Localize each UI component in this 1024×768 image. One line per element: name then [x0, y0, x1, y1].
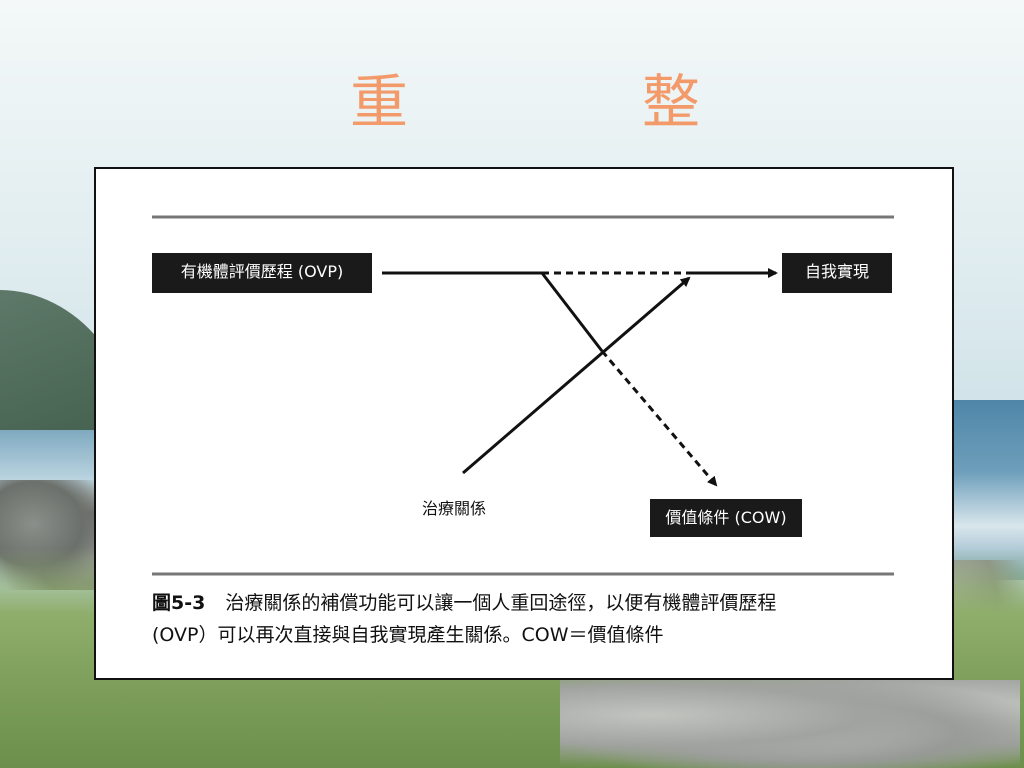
figure-caption: 圖5-3 治療關係的補償功能可以讓一個人重回途徑，以便有機體評價歷程 (OVP）可… — [152, 587, 912, 651]
cow-node: 價值條件 (COW) — [650, 499, 802, 537]
breakwater-blocks — [560, 680, 1020, 768]
cow-arrow-solid — [540, 272, 604, 352]
caption-line-1: 治療關係的補償功能可以讓一個人重回途徑，以便有機體評價歷程 — [225, 592, 777, 614]
therapy-label: 治療關係 — [422, 499, 487, 518]
caption-line-2: (OVP）可以再次直接與自我實現產生關係。COW＝價值條件 — [152, 624, 664, 646]
diagram-canvas — [152, 215, 894, 576]
ovp-node: 有機體評價歷程 (OVP) — [152, 253, 372, 293]
therapy-arrow — [462, 276, 691, 475]
figure-panel: 有機體評價歷程 (OVP) 自我實現 治療關係 價值條件 (COW) 圖5-3 治… — [94, 167, 954, 680]
cow-arrow-dashed — [600, 350, 718, 487]
figure-number: 圖5-3 — [152, 592, 206, 614]
slide-title: 重 整 — [350, 68, 789, 136]
self-actualization-node: 自我實現 — [782, 253, 892, 293]
